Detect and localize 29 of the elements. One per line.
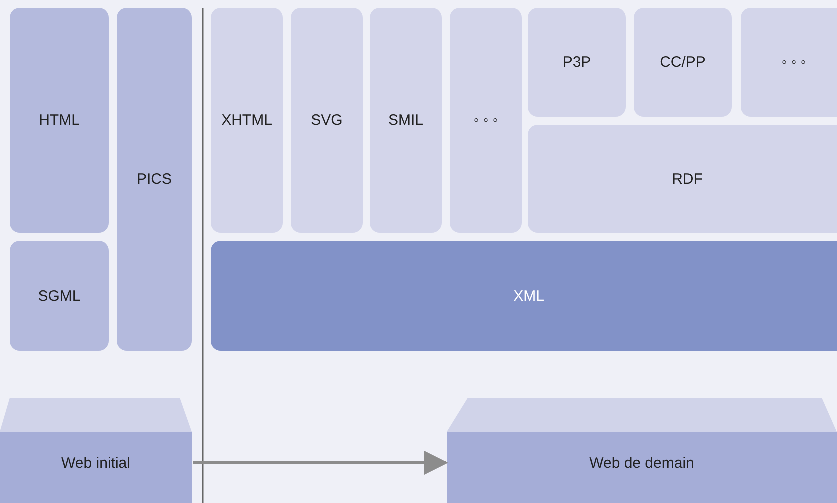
layer-box [450,8,522,233]
layer-label: P3P [562,54,592,71]
layer-box [528,125,837,233]
layer-label: RDF [672,170,703,188]
layer-box [10,8,109,233]
layer-label: ◦ ◦ ◦ [782,54,806,71]
layer-box [741,8,837,117]
layer-label: PICS [136,171,172,188]
layer-label: XHTML [222,112,272,129]
layer-box [528,8,626,117]
layer-label: SGML [38,288,81,304]
layer-box [370,8,442,233]
layer-box [117,8,192,351]
layer-label: CC/PP [660,54,706,71]
arrow [193,451,448,475]
platform-block [0,398,192,503]
base-layer-box [211,241,837,351]
layer-label: HTML [39,112,80,129]
platform-label: Web initial [60,455,132,472]
layer-box [211,8,283,233]
layer-label: SVG [311,112,343,129]
layer-box [291,8,363,233]
layer-label: ◦ ◦ ◦ [474,112,498,129]
platform-block [447,398,837,503]
layer-box [10,241,109,351]
layer-label: XML [514,288,544,304]
platform-label: Web de demain [588,455,696,472]
layer-label: SMIL [388,112,424,129]
layer-box [634,8,732,117]
